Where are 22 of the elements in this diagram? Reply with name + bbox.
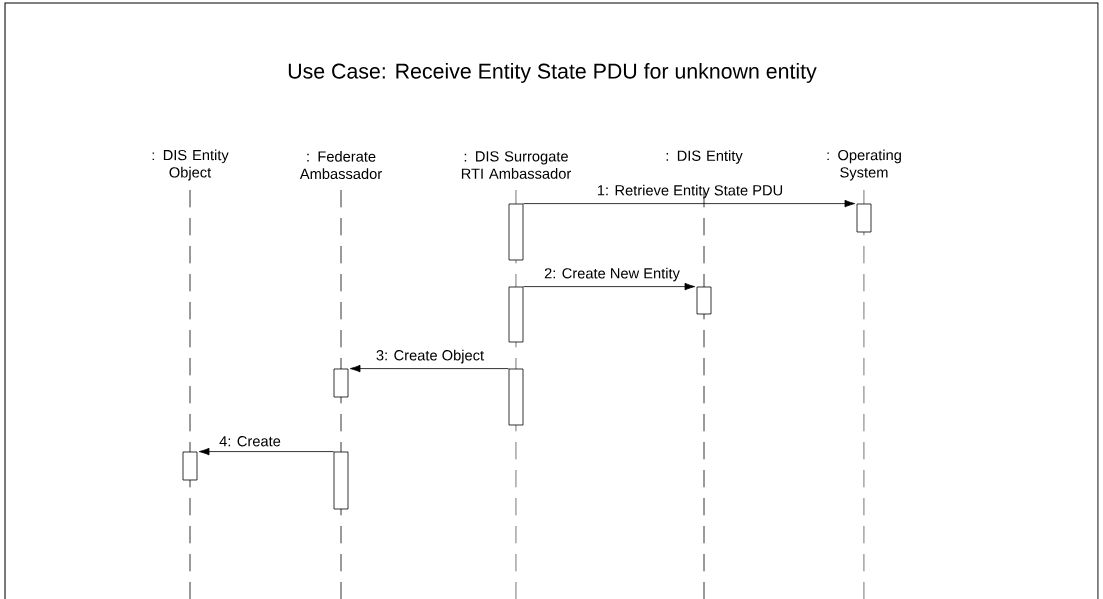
message-arrow <box>523 199 856 208</box>
lifeline-header: : Operating System <box>827 149 901 181</box>
activation-bar <box>508 286 524 343</box>
title: Use Case: Receive Entity State PDU for unknown entity <box>288 63 817 83</box>
activation-bar <box>696 286 712 315</box>
activation-bar <box>508 368 524 426</box>
activation-bar <box>508 203 524 261</box>
edge-label: 4: Create <box>219 436 281 447</box>
lifeline-header: : DIS Entity Object <box>152 149 229 181</box>
activation-bar <box>856 203 872 233</box>
lifeline-header: : Federate Ambassador <box>299 150 382 180</box>
lifeline-header: : DIS Surrogate RTI Ambassador <box>461 151 572 179</box>
activation-bar <box>333 368 349 398</box>
message-arrow <box>523 282 696 291</box>
activation-bar <box>182 451 198 481</box>
activation-bar <box>333 451 349 510</box>
message-arrow <box>198 447 334 456</box>
message-arrow <box>349 364 509 373</box>
edge-label: 1: Retrieve Entity State PDU <box>597 184 783 199</box>
edge-label: 3: Create Object <box>376 349 484 364</box>
edge-label: 2: Create New Entity <box>544 267 680 282</box>
lifeline-header: : DIS Entity <box>666 150 743 164</box>
